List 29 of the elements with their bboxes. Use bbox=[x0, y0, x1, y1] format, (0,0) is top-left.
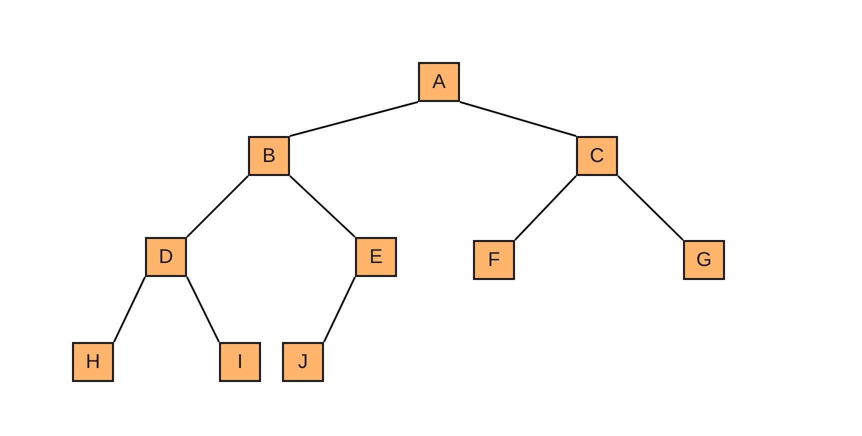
tree-node-box bbox=[145, 237, 187, 277]
tree-node-box bbox=[282, 342, 324, 382]
node-label: E bbox=[369, 246, 383, 268]
node-label: I bbox=[237, 350, 243, 374]
tree-node-box bbox=[683, 240, 725, 280]
tree-edge bbox=[617, 175, 684, 241]
node-label: B bbox=[262, 144, 276, 168]
tree-node-box bbox=[418, 62, 460, 102]
tree-node-box bbox=[576, 136, 618, 176]
node-label: H bbox=[86, 350, 100, 374]
tree-edge bbox=[290, 101, 418, 137]
node-label: G bbox=[696, 248, 712, 272]
tree-node-box bbox=[219, 342, 261, 382]
tree-edge bbox=[514, 175, 577, 241]
tree-edge bbox=[323, 276, 356, 342]
tree-edge bbox=[289, 175, 356, 238]
node-label: J bbox=[298, 350, 308, 374]
tree-edge bbox=[186, 175, 249, 238]
tree-node-box bbox=[355, 237, 397, 277]
tree-edge bbox=[460, 101, 576, 137]
node-label: F bbox=[488, 248, 500, 272]
node-label: C bbox=[590, 144, 604, 168]
tree-node-box bbox=[473, 240, 515, 280]
tree-edge bbox=[113, 276, 146, 342]
tree-edge bbox=[186, 276, 220, 342]
tree-node-box bbox=[248, 136, 290, 176]
tree-node-box bbox=[72, 342, 114, 382]
node-label: A bbox=[432, 70, 446, 94]
node-label: D bbox=[158, 246, 174, 268]
